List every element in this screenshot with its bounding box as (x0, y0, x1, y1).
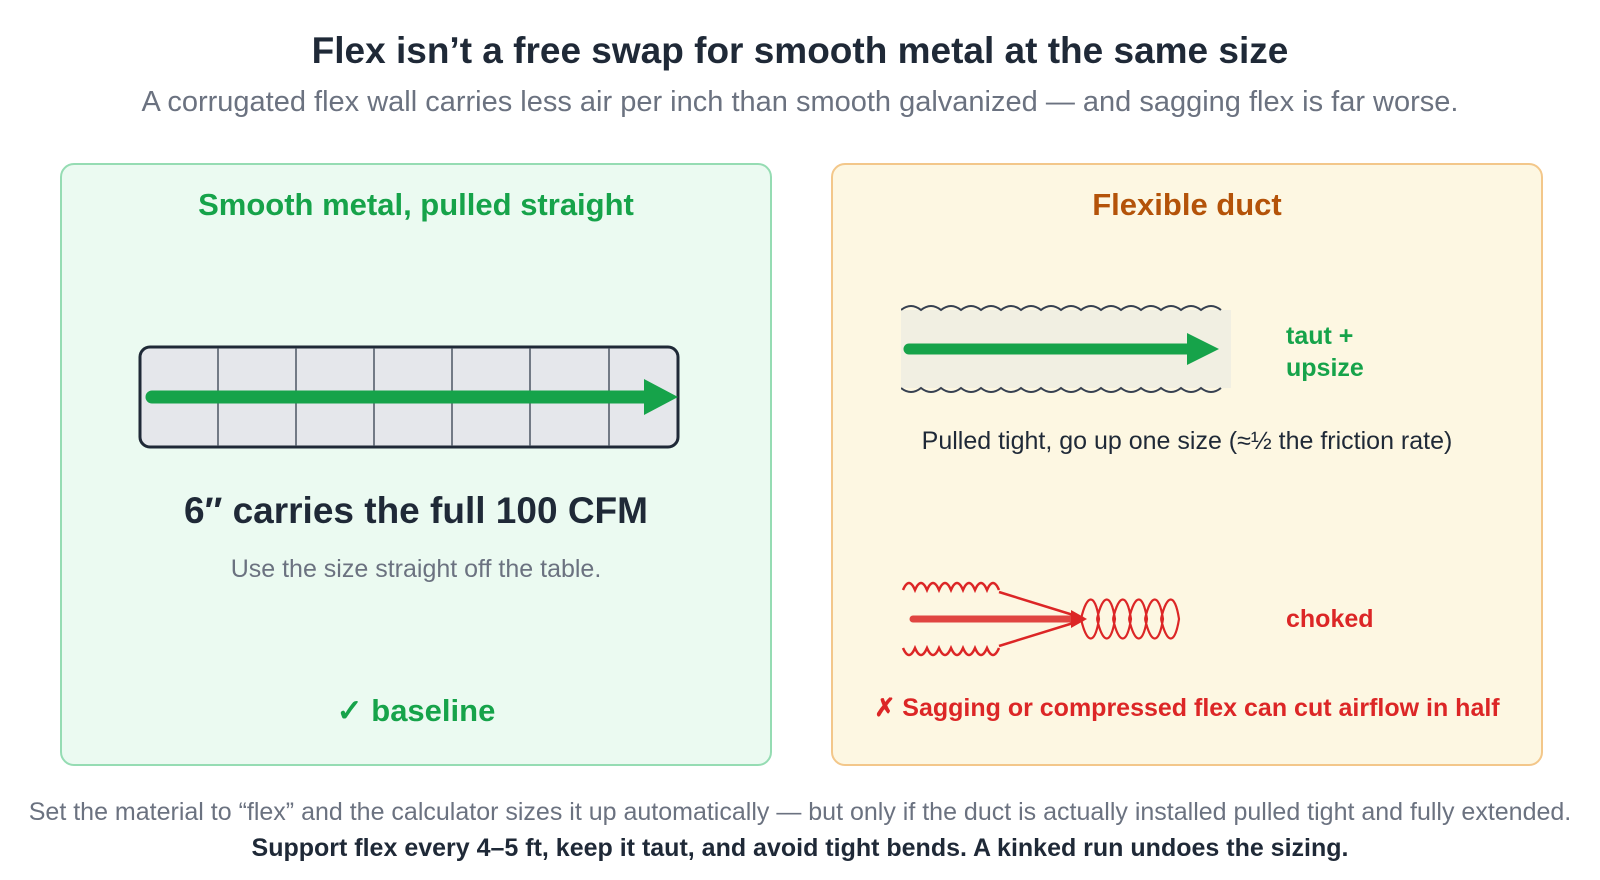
page-subtitle: A corrugated flex wall carries less air … (141, 86, 1459, 118)
taut-flex-bottom-wall (901, 386, 1222, 393)
choked-taper-top (998, 590, 1084, 620)
taut-label-line2: upsize (1286, 354, 1364, 382)
flex-duct-title: Flexible duct (1092, 187, 1282, 222)
taut-airflow-head (1187, 333, 1219, 365)
airflow-arrow-head (644, 379, 678, 415)
taut-label-line1: taut + (1286, 322, 1354, 350)
taut-caption: Pulled tight, go up one size (≈½ the fri… (921, 427, 1453, 455)
baseline-verdict: ✓ baseline (336, 693, 496, 728)
smooth-metal-title: Smooth metal, pulled straight (198, 187, 634, 222)
smooth-duct-illustration (138, 345, 680, 449)
sagging-warning: ✗ Sagging or compressed flex can cut air… (874, 694, 1500, 722)
choked-flex-illustration (901, 581, 1181, 657)
footer-emphasis: Support flex every 4–5 ft, keep it taut,… (251, 834, 1349, 862)
taut-flex-illustration (901, 305, 1231, 393)
taut-flex-top-wall (901, 305, 1222, 312)
choked-top-wall (901, 581, 1001, 594)
choked-airflow-head (1071, 610, 1087, 628)
smooth-metal-panel: Smooth metal, pulled straight 6″ carries… (60, 163, 772, 766)
choked-label: choked (1286, 605, 1374, 633)
footer-note: Set the material to “flex” and the calcu… (28, 798, 1572, 826)
smooth-table-note: Use the size straight off the table. (230, 555, 602, 583)
smooth-capacity-stat: 6″ carries the full 100 CFM (184, 490, 648, 531)
page-title: Flex isn’t a free swap for smooth metal … (311, 30, 1289, 71)
taut-upsize-label: taut + upsize (1286, 320, 1364, 384)
choked-taper-bottom (998, 618, 1084, 648)
choked-coils (1079, 598, 1181, 640)
flex-duct-panel: Flexible duct taut + upsize Pulled tight… (831, 163, 1543, 766)
choked-bottom-wall (901, 644, 1001, 657)
